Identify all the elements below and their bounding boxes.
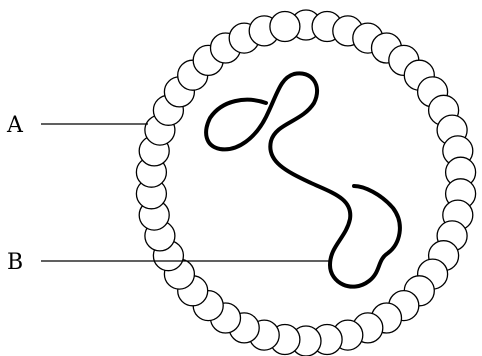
label-b: B	[7, 250, 23, 275]
label-a: A	[6, 113, 24, 138]
bead-membrane-ring	[136, 10, 475, 356]
membrane-bead	[270, 12, 300, 42]
coiled-strand	[206, 73, 400, 286]
